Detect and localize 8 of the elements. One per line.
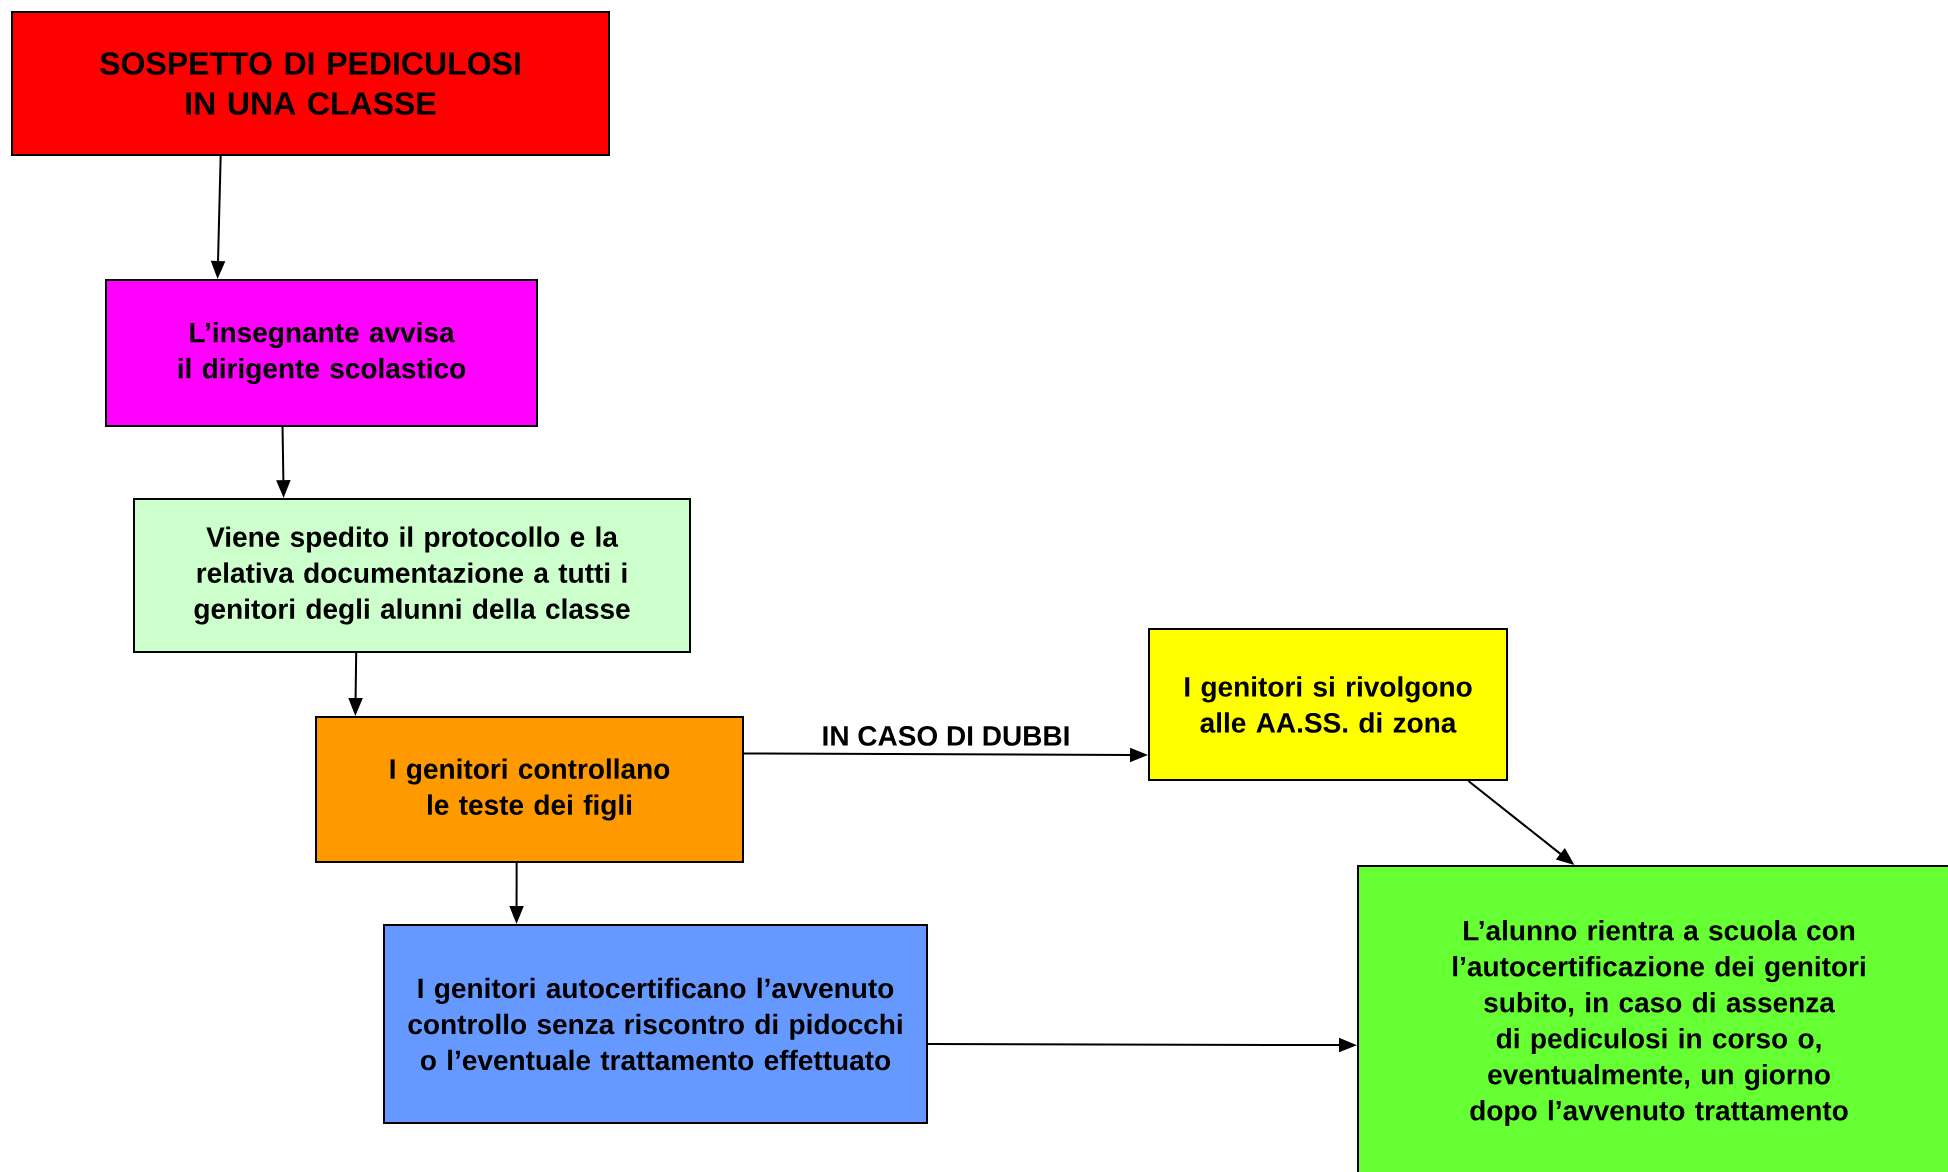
process-box: I genitori autocertificano l’avvenuto controllo senza riscontro di pidocchi o l’eventuale trattamento effettuato — [383, 924, 928, 1124]
process-box: SOSPETTO DI PEDICULOSI IN UNA CLASSE — [11, 11, 610, 156]
process-box: I genitori controllano le teste dei figli — [315, 716, 744, 863]
process-box: L’insegnante avvisa il dirigente scolastico — [105, 279, 538, 427]
process-box: Viene spedito il protocollo e la relativa documentazione a tutti i genitori degli alunni della classe — [133, 498, 691, 653]
process-box: I genitori si rivolgono alle AA.SS. di zona — [1148, 628, 1508, 781]
edge-label: IN CASO DI DUBBI — [819, 724, 1073, 748]
process-box: L’alunno rientra a scuola con l’autocertificazione dei genitori subito, in caso di assenza di pediculosi in corso o, eventualmente, un giorno dopo l’avvenuto trattamento — [1357, 865, 1948, 1172]
